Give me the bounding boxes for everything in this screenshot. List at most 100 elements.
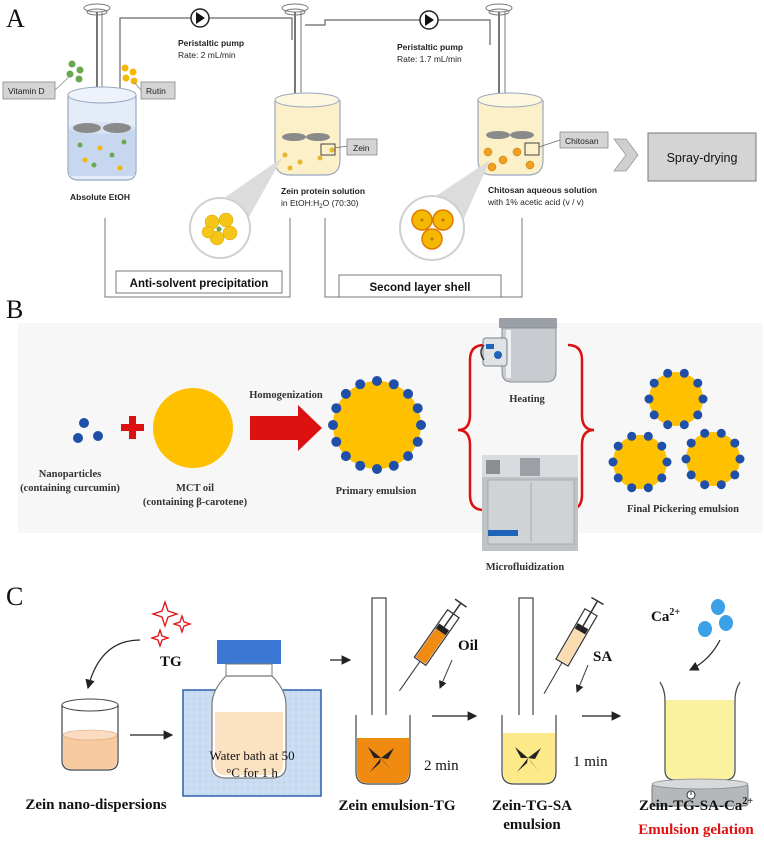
- rutin-label: Rutin: [146, 86, 166, 96]
- chitosan-tag: [559, 131, 609, 149]
- panel-a-letter: A: [6, 4, 25, 33]
- label-tg-sa-1: Zein-TG-SA: [492, 798, 572, 814]
- tg-label: TG: [160, 654, 182, 670]
- primary-emulsion-label: Primary emulsion: [336, 486, 417, 497]
- surface-nanoparticle: [608, 457, 618, 467]
- surface-nanoparticle: [613, 441, 623, 451]
- chevron-right-icon: [613, 138, 639, 172]
- nanoparticles-icon: [73, 418, 103, 443]
- zein-tag-label: Zein: [353, 143, 370, 153]
- zein-dispersion-beaker: [61, 698, 119, 771]
- chitosan-coated-particle-zoom: [399, 160, 490, 261]
- vitamin-d-dots-icon: [66, 60, 84, 83]
- surface-nanoparticle: [730, 438, 740, 448]
- surface-nanoparticle: [412, 403, 423, 414]
- step-2-label: Second layer shell: [370, 282, 471, 294]
- vitamin-d-label: Vitamin D: [8, 86, 45, 96]
- beaker-2-label: Zein protein solution: [281, 186, 365, 196]
- beaker-3-sublabel: with 1% acetic acid (v / v): [487, 197, 584, 207]
- final-emulsion-droplets: [608, 368, 745, 493]
- zein-tag: [346, 138, 378, 156]
- label-emulsion-tg: Zein emulsion-TG: [338, 798, 455, 814]
- surface-nanoparticle: [735, 454, 745, 464]
- homogenization-label: Homogenization: [249, 390, 323, 401]
- water-bath-label-1: Water bath at 50: [209, 748, 294, 763]
- microfluidization-label: Microfluidization: [486, 562, 565, 573]
- anti-solvent-bracket: [104, 218, 291, 298]
- surface-nanoparticle: [644, 394, 654, 404]
- peristaltic-pump-1-icon: [190, 8, 210, 28]
- zein-beaker: [274, 3, 348, 176]
- tg-curved-arrow: [85, 639, 141, 690]
- microfluidizer-machine-icon: [482, 455, 578, 551]
- panel-c: C TG Zein nano-dispersions Water bath at…: [6, 582, 754, 838]
- surface-nanoparticle: [663, 368, 673, 378]
- surface-nanoparticle: [662, 457, 672, 467]
- calcium-ion-drops-icon: [698, 599, 733, 637]
- label-nano-dispersions: Zein nano-dispersions: [25, 797, 166, 813]
- surface-nanoparticle: [657, 441, 667, 451]
- beaker-1-label: Absolute EtOH: [70, 192, 130, 202]
- oil-label: Oil: [458, 638, 478, 654]
- time-1-min: 1 min: [573, 754, 608, 770]
- chitosan-tag-label: Chitosan: [565, 136, 599, 146]
- surface-nanoparticle: [643, 483, 653, 493]
- panel-a: A Peristaltic pump Rate: 2 mL/min Perist…: [2, 3, 757, 298]
- oil-label-1: MCT oil: [176, 483, 214, 494]
- panel-c-letter: C: [6, 582, 23, 611]
- emulsion-tg-setup: [355, 597, 467, 785]
- np-label-1: Nanoparticles: [39, 469, 101, 480]
- step-1-label: Anti-solvent precipitation: [130, 278, 269, 290]
- surface-nanoparticle: [679, 368, 689, 378]
- zein-particle-zoom: [189, 158, 282, 259]
- water-bath: [182, 640, 322, 797]
- surface-nanoparticle: [372, 464, 382, 474]
- surface-nanoparticle: [686, 470, 696, 480]
- sa-syringe-icon: [543, 596, 604, 694]
- surface-nanoparticle: [388, 460, 399, 471]
- surface-nanoparticle: [679, 420, 689, 430]
- sa-label: SA: [593, 649, 612, 665]
- ca-curved-arrow: [688, 639, 721, 671]
- surface-nanoparticle: [643, 431, 653, 441]
- surface-nanoparticle: [700, 428, 710, 438]
- surface-nanoparticle: [627, 483, 637, 493]
- pump-2-rate: Rate: 1.7 mL/min: [397, 54, 462, 64]
- emulsion-gelation-label: Emulsion gelation: [638, 822, 754, 838]
- oil-syringe-icon: [399, 598, 467, 692]
- surface-nanoparticle: [403, 388, 414, 399]
- panel-b: B Nanoparticles (containing curcumin) MC…: [6, 295, 763, 573]
- right-curly-brace: [567, 343, 595, 512]
- surface-nanoparticle: [416, 420, 426, 430]
- label-tg-sa-2: emulsion: [503, 817, 561, 833]
- homogenizer-blade-icon: [368, 747, 394, 772]
- surface-nanoparticle: [355, 460, 366, 471]
- surface-nanoparticle: [340, 388, 351, 399]
- surface-nanoparticle: [730, 470, 740, 480]
- surface-nanoparticle: [681, 454, 691, 464]
- surface-nanoparticle: [649, 378, 659, 388]
- homogenization-arrow-icon: [250, 405, 322, 451]
- surface-nanoparticle: [693, 410, 703, 420]
- surface-nanoparticle: [627, 431, 637, 441]
- pump-2-title: Peristaltic pump: [397, 42, 463, 52]
- surface-nanoparticle: [372, 376, 382, 386]
- label-final-gel: Zein-TG-SA-Ca2+: [639, 796, 753, 814]
- water-bath-label-2: °C for 1 h: [226, 765, 278, 780]
- np-label-2: (containing curcumin): [20, 483, 120, 494]
- vitamin-d-tag: [2, 81, 56, 100]
- heating-label: Heating: [509, 394, 545, 405]
- surface-nanoparticle: [716, 428, 726, 438]
- surface-nanoparticle: [613, 473, 623, 483]
- magnetic-stirrer-icon: [651, 778, 749, 807]
- surface-nanoparticle: [355, 379, 366, 390]
- peristaltic-pump-2-icon: [419, 10, 439, 30]
- primary-emulsion-droplet: [328, 376, 426, 474]
- oil-label-2: (containing β-carotene): [143, 497, 248, 508]
- chitosan-beaker: [477, 3, 561, 176]
- surface-nanoparticle: [328, 420, 338, 430]
- surface-nanoparticle: [686, 438, 696, 448]
- surface-nanoparticle: [331, 403, 342, 414]
- homogenizer-blade-2-icon: [515, 747, 541, 772]
